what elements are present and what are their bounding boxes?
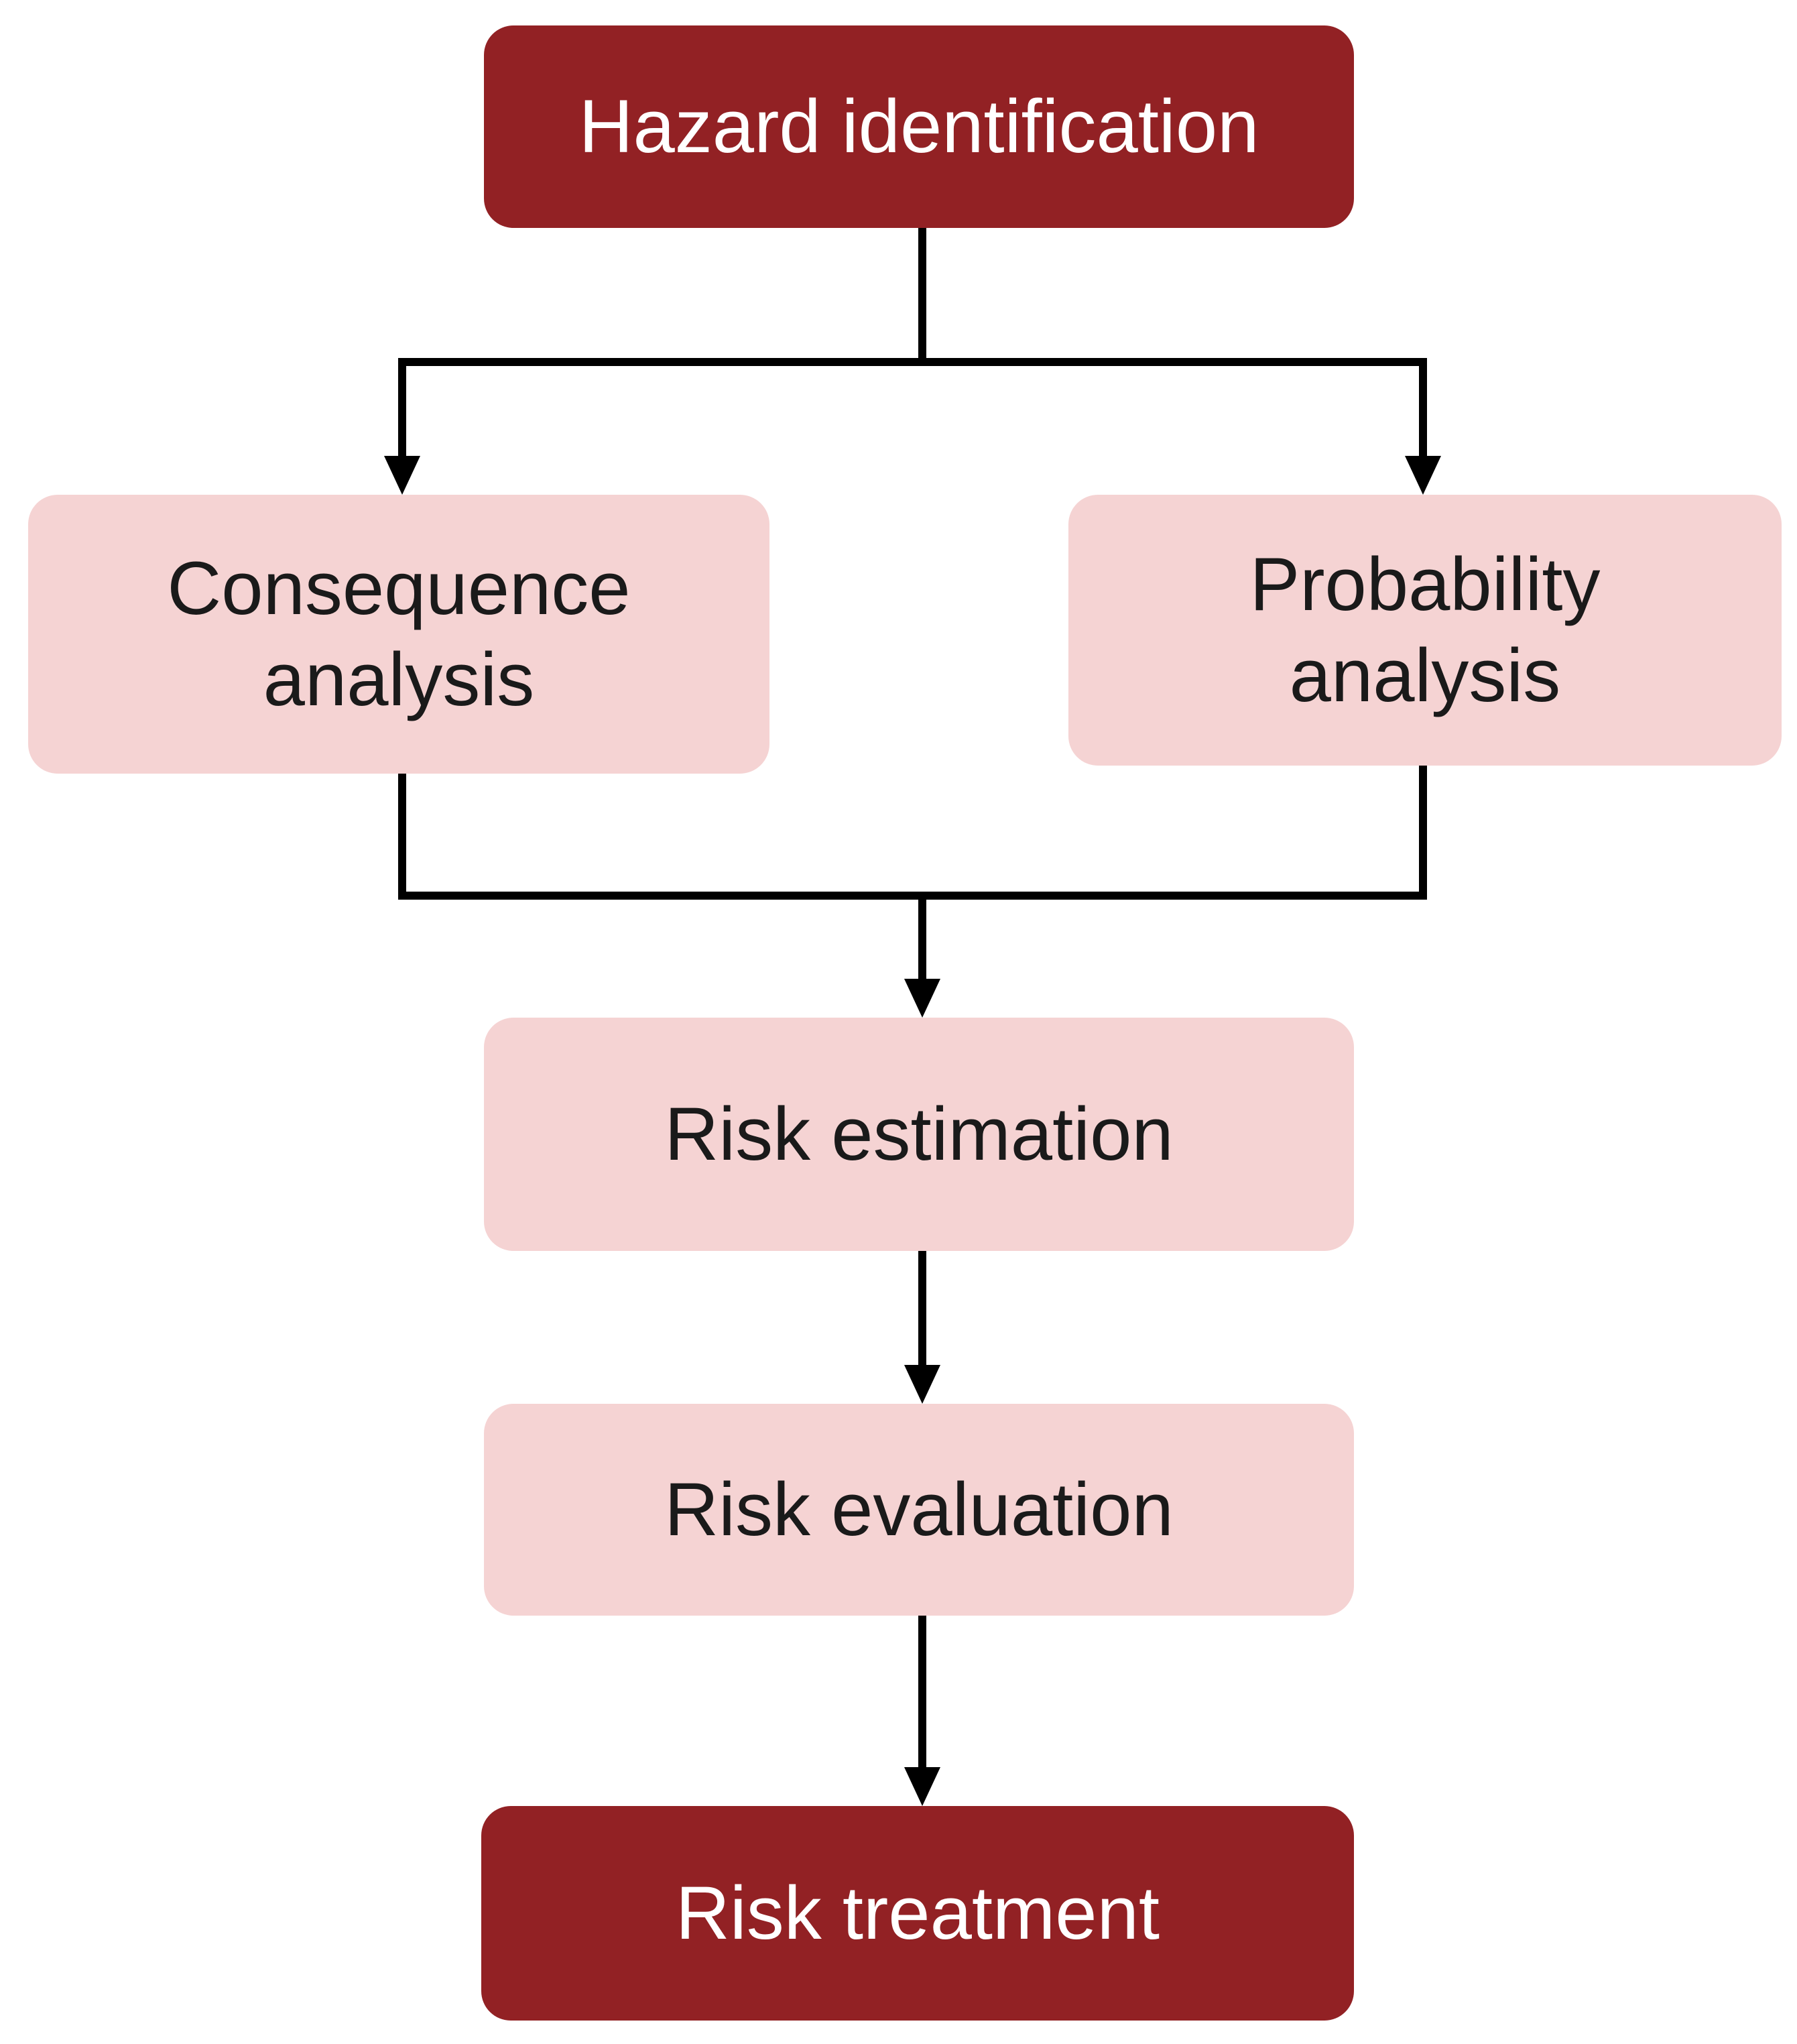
arrowhead-consequence — [384, 456, 420, 495]
node-label: Risk estimation — [664, 1092, 1174, 1176]
node-label-line: analysis — [1289, 634, 1561, 717]
arrowhead-evaluation — [904, 1365, 940, 1404]
edge-probability-to-estimation — [922, 766, 1427, 900]
node-label: Risk treatment — [676, 1871, 1160, 1955]
node-label-block: Consequence analysis — [167, 543, 630, 725]
node-label: Risk evaluation — [664, 1467, 1174, 1551]
arrowhead-treatment — [904, 1767, 940, 1806]
edge-hazard-to-probability — [922, 358, 1427, 461]
node-label: Hazard identification — [578, 84, 1259, 168]
edge-consequence-to-estimation — [398, 774, 926, 984]
edge-hazard-to-consequence — [398, 228, 926, 461]
node-label-block: Probability analysis — [1250, 539, 1601, 721]
arrowhead-estimation — [904, 979, 940, 1018]
node-risk-treatment: Risk treatment — [481, 1806, 1354, 2021]
node-risk-estimation: Risk estimation — [484, 1018, 1354, 1251]
arrowhead-probability — [1405, 456, 1441, 495]
node-consequence-analysis: Consequence analysis — [28, 495, 769, 774]
node-label-line: Probability — [1249, 542, 1601, 626]
node-probability-analysis: Probability analysis — [1068, 495, 1782, 766]
node-hazard-identification: Hazard identification — [484, 25, 1354, 228]
node-label-line: Consequence — [167, 546, 631, 630]
node-label-line: analysis — [263, 638, 535, 721]
node-risk-evaluation: Risk evaluation — [484, 1404, 1354, 1616]
